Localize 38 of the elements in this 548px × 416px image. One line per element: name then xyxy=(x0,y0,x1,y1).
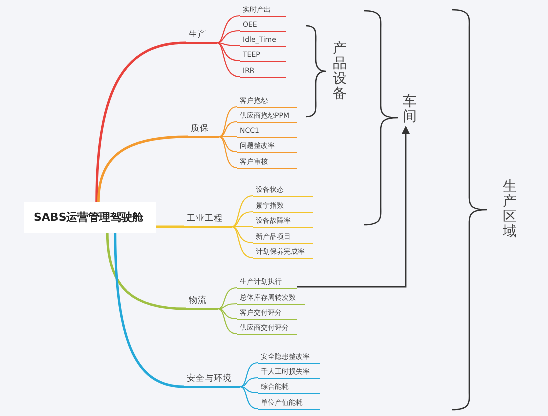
section-label: 产品设备 xyxy=(333,42,347,102)
connector xyxy=(232,195,254,228)
connector xyxy=(218,303,238,310)
connector xyxy=(216,42,240,47)
connector xyxy=(232,226,253,228)
connector xyxy=(240,362,258,388)
connector xyxy=(232,211,254,228)
branch-topic: 物流 xyxy=(186,296,218,310)
connector xyxy=(114,232,184,388)
connector xyxy=(218,106,238,138)
connector xyxy=(218,287,238,310)
central-topic-box: SABS运营管理驾驶舱 xyxy=(24,202,156,233)
connector xyxy=(218,121,238,138)
connector xyxy=(106,232,186,310)
connector xyxy=(240,386,258,410)
connector xyxy=(216,30,240,44)
connector xyxy=(218,308,238,320)
branch-topic: 工业工程 xyxy=(184,214,232,228)
connector xyxy=(216,42,240,62)
connector xyxy=(232,226,254,259)
section-label: 生产区域 xyxy=(503,180,517,240)
connector xyxy=(96,42,186,202)
connector xyxy=(219,136,237,138)
connector xyxy=(240,386,258,394)
branch-topic: 生产 xyxy=(186,30,217,44)
connector xyxy=(156,226,184,228)
branch-topic: 安全与环境 xyxy=(184,374,240,388)
branch-topic: 质保 xyxy=(188,124,219,138)
connector xyxy=(232,226,254,244)
connector xyxy=(218,136,238,153)
connector xyxy=(218,308,238,335)
connector xyxy=(240,377,258,388)
connector xyxy=(216,15,240,44)
arrow xyxy=(297,126,410,288)
connector xyxy=(216,42,240,78)
connector xyxy=(98,136,188,202)
connector xyxy=(218,136,238,169)
section-label: 车间 xyxy=(403,95,417,125)
